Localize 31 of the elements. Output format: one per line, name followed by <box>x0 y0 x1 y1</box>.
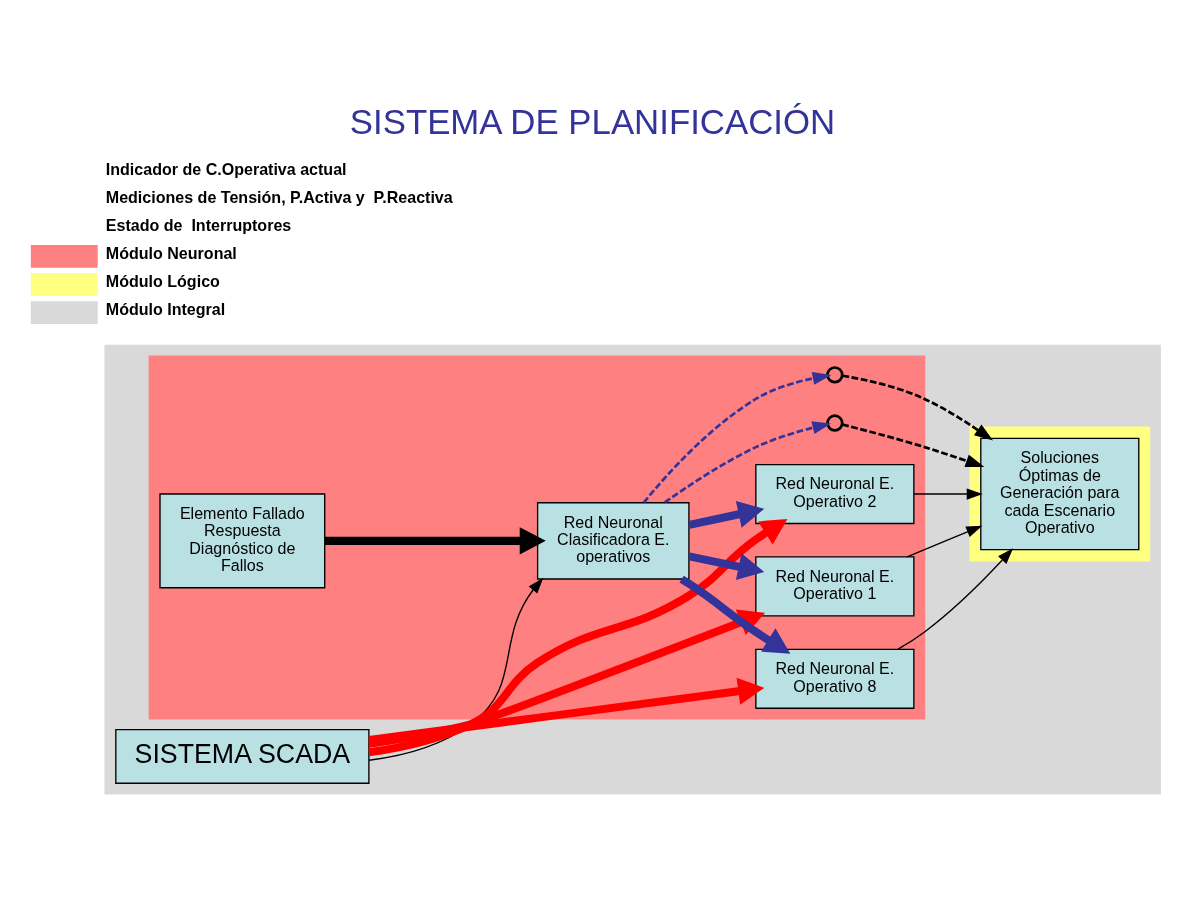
legend-label: Módulo Lógico <box>105 272 220 291</box>
diagram-title: SISTEMA DE PLANIFICACIÓN <box>349 101 836 141</box>
arrow <box>841 423 985 468</box>
arrow <box>897 548 1014 650</box>
arrow <box>368 609 766 748</box>
legend-label: Indicador de C.Operativa actual <box>105 159 347 178</box>
arrow <box>664 421 832 504</box>
node-circle <box>826 366 844 384</box>
arrow <box>679 575 791 654</box>
node-box: Red Neuronal E. Operativo 8 <box>755 648 915 709</box>
arrow <box>842 374 994 441</box>
arrow <box>913 488 983 500</box>
arrow <box>368 519 788 757</box>
arrow <box>688 552 765 581</box>
node-box: SISTEMA SCADA <box>115 729 370 784</box>
arrow <box>642 371 832 504</box>
node-circle <box>826 414 844 432</box>
legend-label: Mediciones de Tensión, P.Activa y P.Reactiva <box>105 187 453 206</box>
arrow <box>324 527 546 555</box>
legend-label: Estado de Interruptores <box>105 216 292 235</box>
legend-label: Módulo Neuronal <box>105 244 237 263</box>
arrow <box>906 525 983 558</box>
arrow <box>688 500 765 529</box>
node-box: Red Neuronal E. Operativo 2 <box>755 463 915 525</box>
node-box: Red Neuronal Clasificadora E. operativos <box>536 502 690 580</box>
node-box: Red Neuronal E. Operativo 1 <box>755 556 915 617</box>
node-box: Soluciones Óptimas de Generación para cada Escenario Operativo <box>980 437 1140 551</box>
cluster <box>104 344 1161 795</box>
node-box: Elemento Fallado Respuesta Diagnóstico de Fallos <box>159 493 326 589</box>
cluster <box>148 355 926 720</box>
legend-label: Módulo Integral <box>105 300 226 319</box>
